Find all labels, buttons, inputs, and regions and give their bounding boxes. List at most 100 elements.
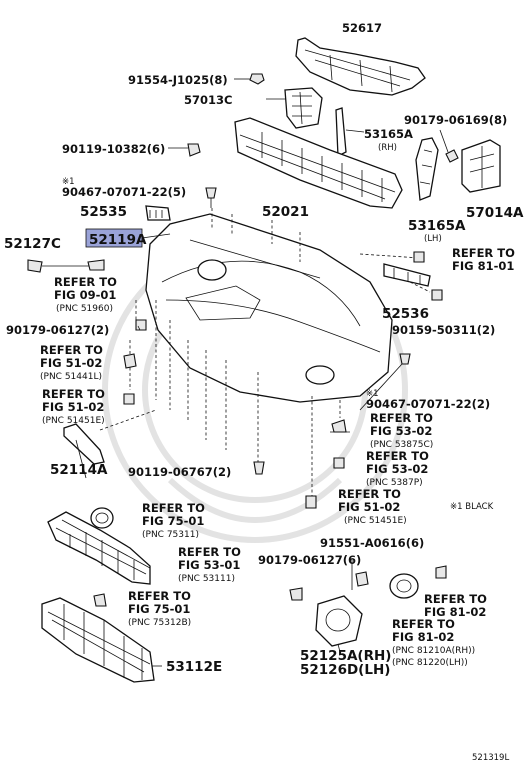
- ref7-pnc: (PNC 51451E): [344, 516, 407, 526]
- ref-fig-75-01-a[interactable]: REFER TO FIG 75-01 (PNC 75311): [142, 501, 205, 540]
- fasteners: [123, 251, 443, 509]
- bracket-52536-shape: [383, 263, 431, 287]
- label-star-1a: ※1: [62, 177, 75, 187]
- ref1-pnc: (PNC 51960): [56, 304, 113, 314]
- bracket-53165a-rh-shape: [335, 107, 365, 158]
- label-52125a: 52125A(RH): [300, 648, 391, 664]
- ref4-pnc: (PNC 51451E): [42, 416, 105, 426]
- ref9-line1: REFER TO: [178, 545, 241, 559]
- ref-fig-75-01-b[interactable]: REFER TO FIG 75-01 (PNC 75312B): [128, 589, 191, 628]
- ref6-pnc: (PNC 5387P): [366, 478, 423, 488]
- clip-75312b-shape: [93, 593, 107, 607]
- label-52127c: 52127C: [4, 236, 61, 252]
- fog-housing-52125a-shape: [289, 571, 369, 647]
- ref-fig-53-02-b[interactable]: REFER TO FIG 53-02 (PNC 5387P): [366, 449, 429, 488]
- ref4-line1: REFER TO: [42, 387, 105, 401]
- ref7-line2: FIG 51-02: [338, 500, 400, 514]
- ref12-pnc1: (PNC 81210A(RH)): [392, 646, 475, 656]
- label-57013c: 57013C: [184, 93, 232, 107]
- ref2-line2: FIG 81-01: [452, 259, 514, 273]
- bracket-57013c-shape: [266, 87, 323, 129]
- ref-fig-51-02-b[interactable]: REFER TO FIG 51-02 (PNC 51451E): [42, 387, 105, 426]
- absorber-52021-shape: [234, 117, 403, 209]
- ref12-pnc2: (PNC 81220(LH)): [392, 658, 468, 668]
- ref1-line2: FIG 09-01: [54, 288, 116, 302]
- label-52536: 52536: [382, 306, 429, 322]
- label-91554: 91554-J1025(8): [128, 73, 228, 87]
- retainer-52617-shape: [295, 37, 426, 96]
- cover-52127c-shape: [27, 259, 105, 273]
- ref-fig-81-01[interactable]: REFER TO FIG 81-01: [452, 246, 515, 273]
- bezel-75311-shape: [90, 507, 114, 529]
- highlight-52119a[interactable]: 52119A: [85, 228, 147, 248]
- label-90467-2: 90467-07071-22(2): [366, 397, 490, 411]
- label-90179-06169: 90179-06169(8): [404, 113, 507, 127]
- ref9-pnc: (PNC 53111): [178, 574, 235, 584]
- ref6-line2: FIG 53-02: [366, 462, 428, 476]
- ref8-line2: FIG 75-01: [142, 514, 204, 528]
- ref6-line1: REFER TO: [366, 449, 429, 463]
- leader-lines: [75, 233, 403, 653]
- label-90179-06127-2: 90179-06127(2): [6, 323, 109, 337]
- ref5-line1: REFER TO: [370, 411, 433, 425]
- clip-90467-top-shape: [205, 187, 217, 208]
- label-52126d: 52126D(LH): [300, 662, 390, 678]
- label-90159: 90159-50311(2): [392, 323, 495, 337]
- label-57014a: 57014A: [466, 205, 524, 221]
- label-91551: 91551-A0616(6): [320, 536, 424, 550]
- label-53165a-rh: 53165A: [364, 127, 413, 141]
- grille-53112e-shape: [41, 597, 162, 683]
- ref3-line1: REFER TO: [40, 343, 103, 357]
- ref9-line2: FIG 53-01: [178, 558, 240, 572]
- ref12-line2: FIG 81-02: [392, 630, 454, 644]
- label-52535: 52535: [80, 204, 127, 220]
- ref12-line1: REFER TO: [392, 617, 455, 631]
- ref-fig-51-02-a[interactable]: REFER TO FIG 51-02 (PNC 51441L): [40, 343, 103, 382]
- ref11-line1: REFER TO: [424, 592, 487, 606]
- fog-lamp-81210a-shape: [389, 565, 447, 599]
- ref-fig-53-02-a[interactable]: REFER TO FIG 53-02 (PNC 53875C): [370, 411, 433, 450]
- ref-fig-09-01[interactable]: REFER TO FIG 09-01 (PNC 51960): [54, 275, 117, 314]
- ref8-pnc: (PNC 75311): [142, 530, 199, 540]
- strip-52114a-shape: [63, 423, 105, 465]
- label-53165a-lh: 53165A: [408, 218, 466, 234]
- ref10-line1: REFER TO: [128, 589, 191, 603]
- ref10-pnc: (PNC 75312B): [128, 618, 191, 628]
- grille-upper-shape: [47, 511, 151, 585]
- ref5-pnc: (PNC 53875C): [370, 440, 433, 450]
- ref11-line2: FIG 81-02: [424, 605, 486, 619]
- bracket-53165a-lh-shape: [415, 129, 459, 201]
- ref8-line1: REFER TO: [142, 501, 205, 515]
- bolt-91554-shape: [234, 73, 265, 85]
- label-90119-10382: 90119-10382(6): [62, 142, 165, 156]
- ref3-pnc: (PNC 51441L): [40, 372, 102, 382]
- label-star-1b: ※1: [366, 389, 379, 399]
- label-rh-note: (RH): [378, 143, 397, 153]
- ref2-line1: REFER TO: [452, 246, 515, 260]
- bracket-52535-shape: [145, 205, 171, 221]
- ref-fig-81-02-b[interactable]: REFER TO FIG 81-02 (PNC 81210A(RH)) (PNC…: [392, 617, 475, 668]
- ref10-line2: FIG 75-01: [128, 602, 190, 616]
- bracket-57014a-shape: [461, 139, 501, 193]
- label-52617: 52617: [342, 21, 382, 35]
- label-lh-note: (LH): [424, 234, 442, 244]
- bumper-cover-52119a-shape: [145, 213, 393, 403]
- ref-fig-81-02-a[interactable]: REFER TO FIG 81-02: [424, 592, 487, 619]
- ref1-line1: REFER TO: [54, 275, 117, 289]
- diagram-id: 521319L: [472, 753, 509, 763]
- label-52114a: 52114A: [50, 462, 108, 478]
- ref-fig-53-01[interactable]: REFER TO FIG 53-01 (PNC 53111): [178, 545, 241, 584]
- bolt-90119-10382-shape: [168, 143, 201, 157]
- label-52021: 52021: [262, 204, 309, 220]
- ref5-line2: FIG 53-02: [370, 424, 432, 438]
- ref7-line1: REFER TO: [338, 487, 401, 501]
- ref4-line2: FIG 51-02: [42, 400, 104, 414]
- label-black-note: ※1 BLACK: [450, 502, 494, 512]
- label-90179-06127-6: 90179-06127(6): [258, 553, 361, 567]
- ref3-line2: FIG 51-02: [40, 356, 102, 370]
- label-90119-06767: 90119-06767(2): [128, 465, 231, 479]
- label-90467-5: 90467-07071-22(5): [62, 185, 186, 199]
- label-52119a: 52119A: [89, 232, 147, 248]
- ref-fig-51-02-c[interactable]: REFER TO FIG 51-02 (PNC 51451E): [338, 487, 407, 526]
